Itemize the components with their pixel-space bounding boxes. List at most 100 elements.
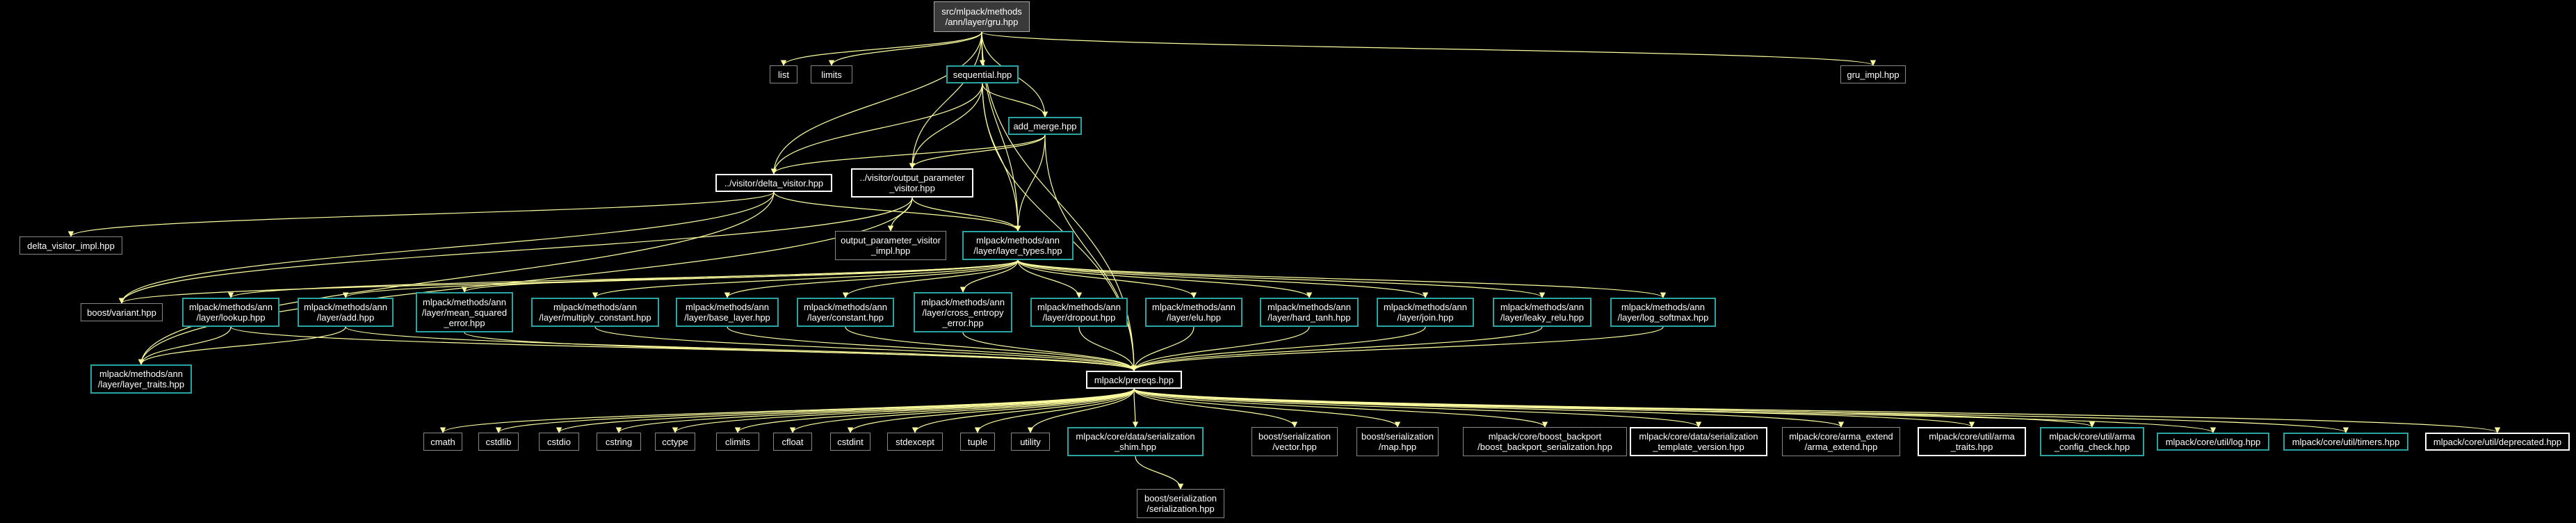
edge-prereqs-to-boost_backport — [1133, 388, 1548, 428]
node-list: list — [770, 65, 797, 83]
edge-prereqs-to-cfloat — [789, 388, 1135, 433]
edge-layer_types-to-leaky_relu — [1017, 259, 1545, 298]
edge-hard_tanh-to-prereqs — [1131, 326, 1310, 371]
edge-prereqs-to-cstring — [615, 388, 1135, 433]
node-vector: boost/serialization /vector.hpp — [1251, 427, 1338, 456]
edge-prereqs-to-cstdlib — [496, 388, 1135, 433]
edge-prereqs-to-arma_config — [1133, 388, 2095, 428]
edge-shim-to-serialization — [1135, 456, 1184, 490]
node-gru: src/mlpack/methods /ann/layer/gru.hpp — [934, 1, 1030, 32]
node-base-layer[interactable]: mlpack/methods/ann /layer/base_layer.hpp — [676, 298, 779, 327]
edge-prereqs-to-log — [1133, 388, 2216, 433]
node-add-merge[interactable]: add_merge.hpp — [1008, 117, 1082, 135]
edge-add_merge-to-prereqs — [1044, 134, 1137, 371]
node-constant[interactable]: mlpack/methods/ann /layer/constant.hpp — [797, 298, 894, 327]
node-output-param-visitor[interactable]: ../visitor/output_parameter _visitor.hpp — [851, 168, 973, 198]
node-stdexcept: stdexcept — [887, 433, 943, 451]
node-dropout[interactable]: mlpack/methods/ann /layer/dropout.hpp — [1030, 298, 1128, 327]
edge-constant-to-prereqs — [845, 326, 1137, 371]
node-log-softmax[interactable]: mlpack/methods/ann /layer/log_softmax.hp… — [1610, 298, 1716, 327]
node-hard-tanh[interactable]: mlpack/methods/ann /layer/hard_tanh.hpp — [1260, 298, 1359, 327]
edge-add_merge-to-layer_types — [1014, 134, 1046, 232]
node-delta-visitor[interactable]: ../visitor/delta_visitor.hpp — [715, 174, 832, 192]
node-map: boost/serialization /map.hpp — [1356, 427, 1439, 456]
edge-sequential-to-output_param_visitor — [909, 83, 983, 169]
edge-layer_types-to-multiply_constant — [592, 259, 1019, 298]
edge-layer_types-to-hard_tanh — [1017, 259, 1313, 298]
node-leaky-relu[interactable]: mlpack/methods/ann /layer/leaky_relu.hpp — [1493, 298, 1591, 327]
edge-dropout-to-prereqs — [1078, 326, 1137, 371]
node-add[interactable]: mlpack/methods/ann /layer/add.hpp — [298, 298, 394, 327]
edge-layer_types-to-dropout — [1017, 259, 1083, 298]
edge-mse-to-prereqs — [464, 332, 1137, 371]
node-layer-traits[interactable]: mlpack/methods/ann /layer/layer_traits.h… — [90, 364, 192, 394]
node-cstring: cstring — [597, 433, 641, 451]
node-lookup[interactable]: mlpack/methods/ann /layer/lookup.hpp — [182, 298, 280, 327]
node-cctype: cctype — [655, 433, 695, 451]
node-limits: limits — [811, 65, 852, 83]
edge-layer_types-to-elu — [1017, 259, 1197, 298]
edge-delta_visitor-to-layer_types — [773, 191, 1021, 232]
edge-layer_types-to-mse — [462, 259, 1019, 293]
edge-output_param_visitor-to-layer_types — [912, 197, 1021, 232]
node-mse[interactable]: mlpack/methods/ann /layer/mean_squared _… — [416, 292, 513, 332]
edge-add_merge-to-delta_visitor — [770, 134, 1046, 175]
edge-layer_types-to-log_softmax — [1017, 259, 1666, 298]
node-arma-config[interactable]: mlpack/core/util/arma _config_check.hpp — [2040, 427, 2144, 456]
edge-add-to-prereqs — [345, 326, 1137, 371]
edge-prereqs-to-cctype — [672, 388, 1135, 433]
edge-gru-to-delta_visitor — [770, 31, 982, 175]
edge-gru-to-limits — [828, 31, 982, 66]
edge-cross_entropy-to-prereqs — [962, 332, 1137, 371]
node-cstdlib: cstdlib — [478, 433, 519, 451]
node-shim[interactable]: mlpack/core/data/serialization _shim.hpp — [1067, 427, 1204, 456]
edge-prereqs-to-shim — [1132, 388, 1139, 428]
node-elu[interactable]: mlpack/methods/ann /layer/elu.hpp — [1145, 298, 1242, 327]
node-log[interactable]: mlpack/core/util/log.hpp — [2157, 433, 2269, 451]
node-deprecated[interactable]: mlpack/core/util/deprecated.hpp — [2425, 433, 2570, 451]
edge-prereqs-to-climits — [734, 388, 1135, 433]
edge-join-to-prereqs — [1131, 326, 1426, 371]
edge-prereqs-to-template_version — [1133, 388, 1701, 428]
node-climits: climits — [716, 433, 759, 451]
edge-lookup-to-prereqs — [230, 326, 1137, 371]
node-cross-entropy[interactable]: mlpack/methods/ann /layer/cross_entropy … — [914, 292, 1012, 332]
node-prereqs[interactable]: mlpack/prereqs.hpp — [1086, 371, 1182, 389]
node-multiply-constant[interactable]: mlpack/methods/ann /layer/multiply_const… — [531, 298, 659, 327]
edge-prereqs-to-timers — [1133, 388, 2349, 433]
edge-layer_types-to-lookup — [228, 259, 1019, 298]
node-arma-traits[interactable]: mlpack/core/util/arma _traits.hpp — [1918, 427, 2026, 456]
node-join[interactable]: mlpack/methods/ann /layer/join.hpp — [1377, 298, 1474, 327]
edge-prereqs-to-stdexcept — [912, 388, 1135, 433]
node-cstdint: cstdint — [830, 433, 870, 451]
node-cstdio: cstdio — [539, 433, 579, 451]
edge-prereqs-to-vector — [1133, 388, 1298, 428]
edge-prereqs-to-cstdint — [847, 388, 1135, 433]
edge-gru-to-output_param_visitor — [909, 31, 982, 169]
edge-gru-to-gru_impl — [981, 31, 1876, 66]
edge-base_layer-to-prereqs — [727, 326, 1137, 371]
edge-prereqs-to-arma_extend — [1133, 388, 1844, 428]
edge-add_merge-to-output_param_visitor — [909, 134, 1046, 169]
edge-gru-to-list — [780, 31, 982, 66]
edge-prereqs-to-utility — [1027, 388, 1135, 433]
node-boost-variant: boost/variant.hpp — [81, 303, 163, 321]
node-timers[interactable]: mlpack/core/util/timers.hpp — [2283, 433, 2408, 451]
edge-layer_types-to-base_layer — [724, 259, 1019, 298]
node-template-version[interactable]: mlpack/core/data/serialization _template… — [1630, 427, 1767, 456]
node-tuple: tuple — [960, 433, 995, 451]
edge-layer_types-to-constant — [842, 259, 1019, 298]
node-utility: utility — [1011, 433, 1050, 451]
node-boost-backport: mlpack/core/boost_backport /boost_backpo… — [1463, 427, 1627, 456]
node-output-param-visitor-impl: output_parameter_visitor _impl.hpp — [835, 231, 946, 260]
node-cfloat: cfloat — [773, 433, 812, 451]
node-sequential[interactable]: sequential.hpp — [946, 65, 1019, 83]
edge-leaky_relu-to-prereqs — [1131, 326, 1543, 371]
edge-add-to-layer_traits — [138, 326, 346, 365]
node-layer-types[interactable]: mlpack/methods/ann /layer/layer_types.hp… — [962, 231, 1074, 260]
edge-log_softmax-to-prereqs — [1131, 326, 1664, 371]
edge-delta_visitor-to-boost_variant — [118, 191, 775, 304]
edge-multiply_constant-to-prereqs — [594, 326, 1137, 371]
